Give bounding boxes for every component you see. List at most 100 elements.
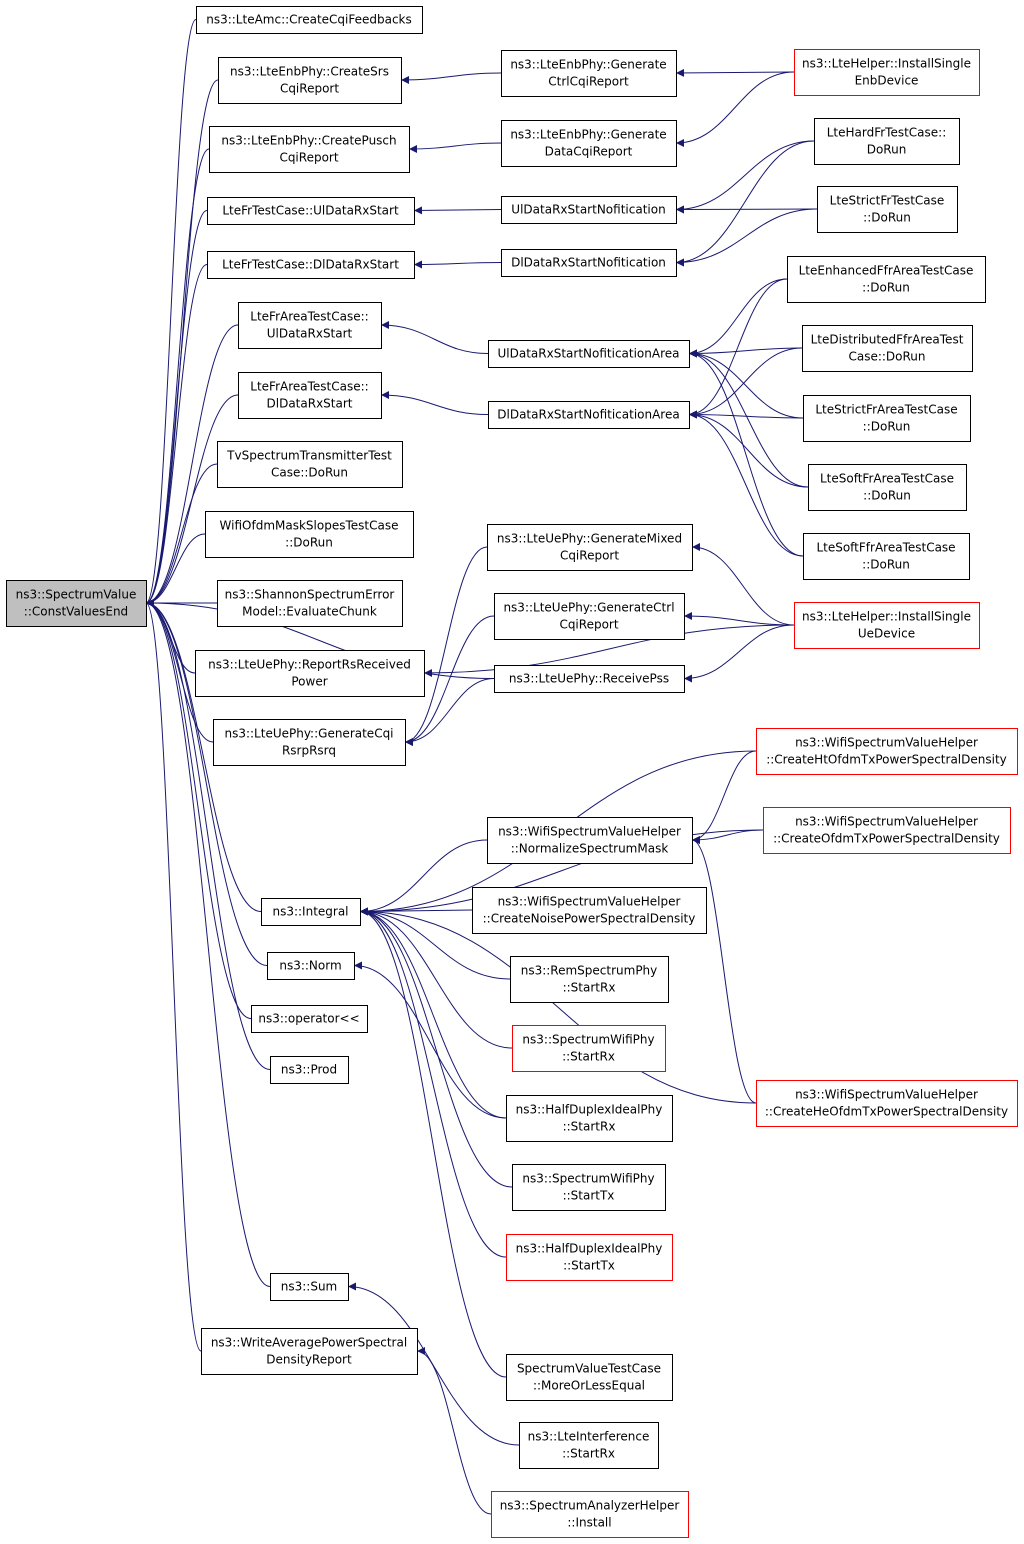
node-label: ns3::HalfDuplexIdealPhy [516, 1103, 663, 1117]
node-label: ns3::LteEnbPhy::CreateSrs [230, 65, 389, 79]
node-box [794, 49, 980, 96]
node-label: EnbDevice [855, 74, 919, 88]
node-ns3-sum[interactable]: ns3::Sum [270, 1273, 349, 1301]
node-box [201, 1328, 418, 1375]
node-box [270, 1056, 349, 1084]
edge-n45-to-n23 [688, 349, 804, 557]
node-box [802, 325, 973, 372]
node-label: ::DoRun [862, 558, 910, 572]
node-box [519, 1422, 659, 1469]
node-ltehardfrtestcase-dorun[interactable]: LteHardFrTestCase::DoRun [814, 118, 960, 165]
node-box [491, 1491, 689, 1538]
edge-n4-to-n0 [145, 210, 208, 607]
node-label: LteStrictFrTestCase [830, 194, 945, 208]
node-ns3-wifispectrumvaluehelper-createheofdmtxpowerspectraldensity[interactable]: ns3::WifiSpectrumValueHelper::CreateHeOf… [756, 1080, 1018, 1127]
node-ltesoftfrareatestcase-dorun[interactable]: LteSoftFrAreaTestCase::DoRun [808, 464, 967, 511]
node-ns3-integral[interactable]: ns3::Integral [261, 898, 361, 926]
node-label: CqiReport [560, 549, 619, 563]
node-ns3-lteamc-createcqifeedbacks[interactable]: ns3::LteAmc::CreateCqiFeedbacks [196, 6, 423, 34]
node-ns3-spectrumwifiphy-starttx[interactable]: ns3::SpectrumWifiPhy::StartTx [512, 1164, 666, 1211]
node-label: ::CreateOfdmTxPowerSpectralDensity [773, 832, 1000, 846]
node-box [506, 1354, 673, 1401]
node-ns3-operator[interactable]: ns3::operator<< [251, 1005, 368, 1033]
edge-n32-to-n14 [353, 961, 507, 1119]
node-ns3-shannonspectrumerror-model-evaluatechunk[interactable]: ns3::ShannonSpectrumErrorModel::Evaluate… [217, 580, 403, 627]
node-label: ns3::WifiSpectrumValueHelper [795, 815, 978, 829]
node-label: RsrpRsrq [282, 744, 336, 758]
node-ltestrictfrareatestcase-dorun[interactable]: LteStrictFrAreaTestCase::DoRun [803, 395, 971, 442]
node-ns3-lteinterference-startrx[interactable]: ns3::LteInterference::StartRx [519, 1422, 659, 1469]
node-ns3-wifispectrumvaluehelper-createhtofdmtxpowerspectraldensity[interactable]: ns3::WifiSpectrumValueHelper::CreateHtOf… [756, 728, 1018, 775]
edge-n28-to-n13 [359, 839, 488, 916]
node-ns3-remspectrumphy-startrx[interactable]: ns3::RemSpectrumPhy::StartRx [510, 956, 669, 1003]
node-box [501, 120, 677, 167]
node-box [487, 817, 693, 864]
node-label: ns3::Norm [279, 959, 341, 973]
node-box [487, 524, 693, 571]
node-ltefrareatestcase-dldatarxstart[interactable]: LteFrAreaTestCase::DlDataRxStart [238, 372, 382, 419]
node-ns3-halfduplexidealphy-startrx[interactable]: ns3::HalfDuplexIdealPhy::StartRx [506, 1095, 673, 1142]
node-box [205, 511, 414, 558]
node-uldatarxstartnofiticationarea[interactable]: UlDataRxStartNofiticationArea [488, 340, 690, 368]
node-ns3-wifispectrumvaluehelper-createofdmtxpowerspectraldensity[interactable]: ns3::WifiSpectrumValueHelper::CreateOfdm… [763, 807, 1011, 854]
node-ns3-spectrumanalyzerhelper-install[interactable]: ns3::SpectrumAnalyzerHelper::Install [491, 1491, 689, 1538]
node-box [238, 372, 382, 419]
edge-n35-to-n13 [359, 907, 507, 1378]
node-ns3-prod[interactable]: ns3::Prod [270, 1056, 349, 1084]
node-ns3-spectrumvalue-constvaluesend[interactable]: ns3::SpectrumValue::ConstValuesEnd [6, 580, 147, 627]
node-lteenhancedffrareatestcase-dorun[interactable]: LteEnhancedFfrAreaTestCase::DoRun [787, 256, 986, 303]
node-box [217, 580, 403, 627]
node-ltestrictfrtestcase-dorun[interactable]: LteStrictFrTestCase::DoRun [817, 186, 958, 233]
node-ltefrtestcase-uldatarxstart[interactable]: LteFrTestCase::UlDataRxStart [207, 197, 415, 225]
node-label: ::DoRun [863, 420, 911, 434]
node-ltefrareatestcase-uldatarxstart[interactable]: LteFrAreaTestCase::UlDataRxStart [238, 302, 382, 349]
node-label: LteEnhancedFfrAreaTestCase [799, 264, 974, 278]
node-ns3-halfduplexidealphy-starttx[interactable]: ns3::HalfDuplexIdealPhy::StartTx [506, 1234, 673, 1281]
node-ns3-lteuephy-receivepss[interactable]: ns3::LteUePhy::ReceivePss [494, 665, 685, 693]
node-uldatarxstartnofitication[interactable]: UlDataRxStartNofitication [501, 196, 677, 224]
node-label: ::DoRun [862, 281, 910, 295]
edge-n39-to-n22 [675, 140, 815, 267]
node-ns3-wifispectrumvaluehelper-createnoisepowerspectraldensity[interactable]: ns3::WifiSpectrumValueHelper::CreateNois… [472, 887, 707, 934]
node-label: ns3::ShannonSpectrumError [225, 588, 395, 602]
edge-n44-to-n23 [688, 349, 809, 488]
node-wifiofdmmaskslopestestcase-dorun[interactable]: WifiOfdmMaskSlopesTestCase::DoRun [205, 511, 414, 558]
node-dldatarxstartnofiticationarea[interactable]: DlDataRxStartNofiticationArea [488, 401, 690, 429]
node-spectrumvaluetestcase-moreorlessequal[interactable]: SpectrumValueTestCase::MoreOrLessEqual [506, 1354, 673, 1401]
node-box [217, 441, 403, 488]
node-label: LteFrAreaTestCase:: [250, 380, 368, 394]
node-label: ::StartTx [563, 1259, 615, 1273]
node-box [756, 1080, 1018, 1127]
node-box [501, 249, 677, 277]
node-box [756, 728, 1018, 775]
edge-n32-to-n13 [359, 907, 507, 1119]
node-ns3-norm[interactable]: ns3::Norm [267, 952, 355, 980]
node-label: ns3::WifiSpectrumValueHelper [795, 736, 978, 750]
node-ltefrtestcase-dldatarxstart[interactable]: LteFrTestCase::DlDataRxStart [207, 251, 415, 279]
node-ns3-wifispectrumvaluehelper-normalizespectrummask[interactable]: ns3::WifiSpectrumValueHelper::NormalizeS… [487, 817, 693, 864]
edge-n16-to-n0 [145, 599, 271, 1070]
node-box [488, 401, 690, 429]
node-ns3-spectrumwifiphy-startrx[interactable]: ns3::SpectrumWifiPhy::StartRx [512, 1025, 666, 1072]
node-box [472, 887, 707, 934]
node-dldatarxstartnofitication[interactable]: DlDataRxStartNofitication [501, 249, 677, 277]
node-ltesoftffrareatestcase-dorun[interactable]: LteSoftFfrAreaTestCase::DoRun [803, 533, 970, 580]
node-ns3-writeaveragepowerspectral-densityreport[interactable]: ns3::WriteAveragePowerSpectralDensityRep… [201, 1328, 418, 1375]
node-box [512, 1025, 666, 1072]
node-box [494, 593, 685, 640]
node-label: ns3::RemSpectrumPhy [521, 964, 658, 978]
node-box [763, 807, 1011, 854]
edge-n46-to-n26 [683, 612, 795, 626]
